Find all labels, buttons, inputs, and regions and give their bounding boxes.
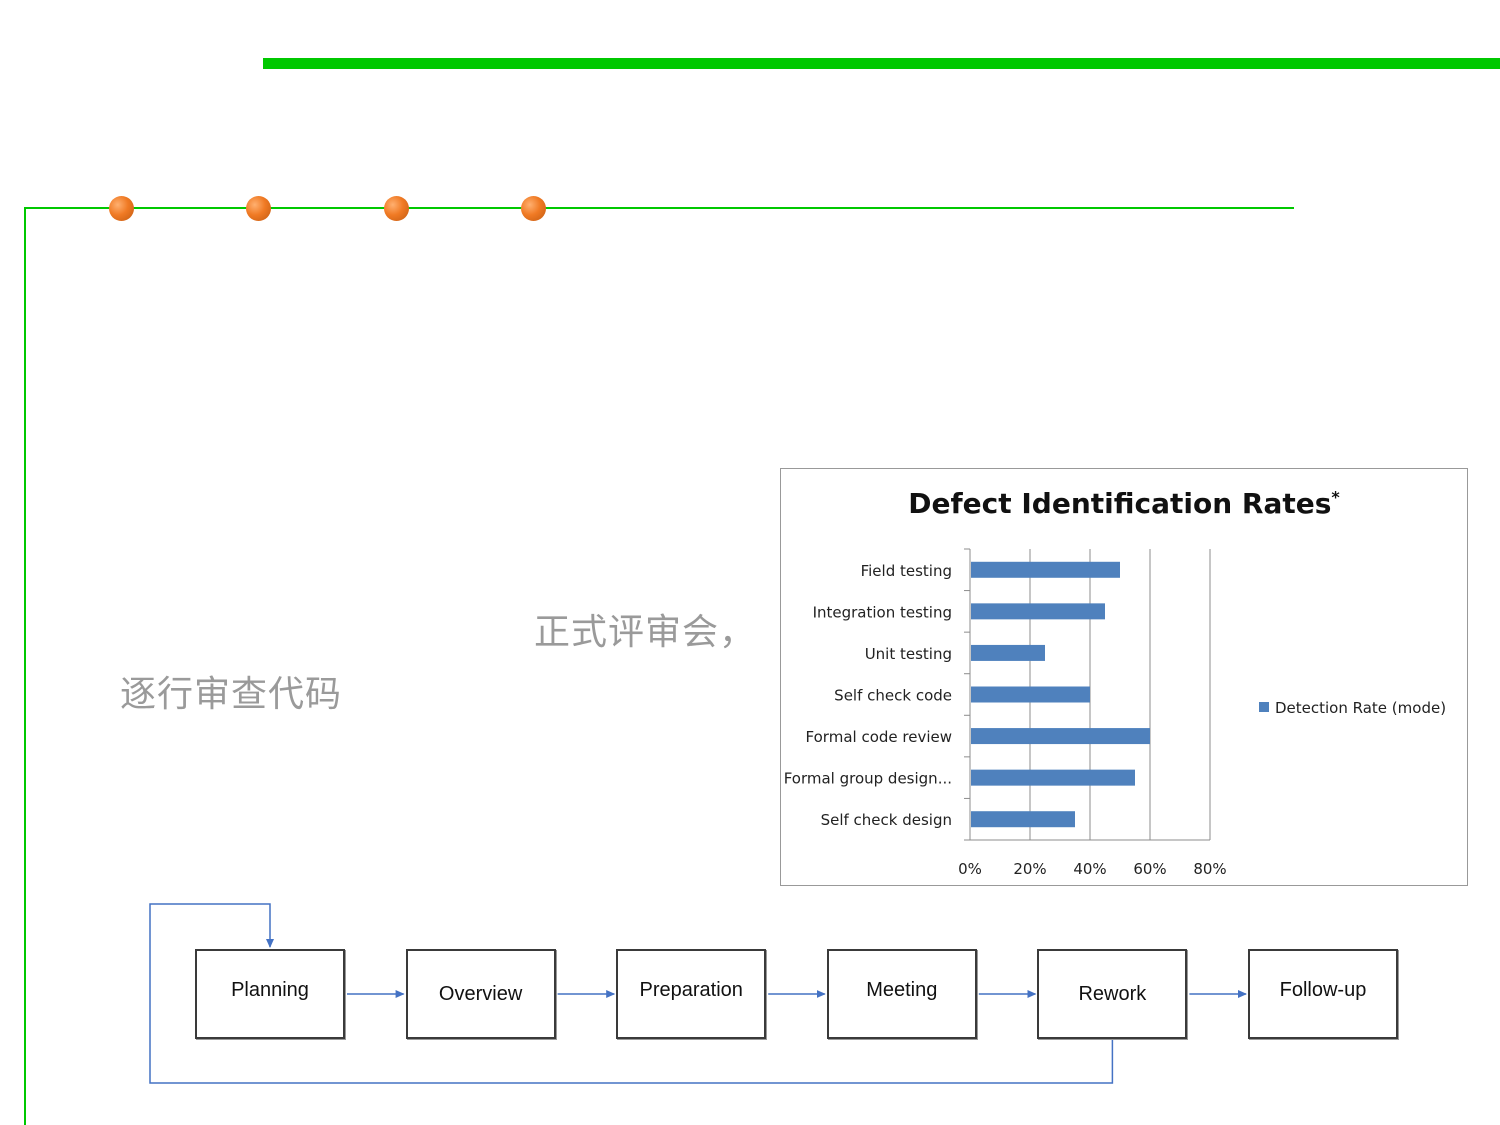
line-by-line-label: 逐行审查代码 <box>120 674 343 715</box>
vertical-rule <box>24 207 26 1125</box>
legend-swatch <box>1259 702 1269 712</box>
flow-step-follow-up: Follow-up <box>1248 949 1398 1039</box>
bullet-dot-4 <box>521 196 546 221</box>
category-label: Field testing <box>861 562 952 580</box>
flow-step-label: Planning <box>231 979 309 1001</box>
top-accent-bar <box>263 58 1500 69</box>
flow-step-label: Follow-up <box>1279 979 1367 1001</box>
category-label: Unit testing <box>865 645 952 663</box>
flow-step-label: Preparation <box>639 979 743 1001</box>
flow-step-label: Rework <box>1078 983 1147 1005</box>
bar <box>971 686 1090 703</box>
flow-step-label: Overview <box>438 983 523 1005</box>
chart-title-mark: * <box>1331 487 1340 507</box>
category-label: Formal group design... <box>784 770 952 788</box>
flow-step-label: Meeting <box>866 979 938 1001</box>
category-label: Integration testing <box>813 603 952 621</box>
defect-rate-chart: Defect Identification Rates* Field testi… <box>780 468 1468 886</box>
bar <box>971 561 1120 578</box>
formal-review-label: 正式评审会， <box>534 612 757 653</box>
bar <box>971 644 1045 661</box>
chart-title-text: Defect Identification Rates <box>908 487 1332 520</box>
flow-step-meeting: Meeting <box>826 949 977 1039</box>
category-label: Self check design <box>821 811 952 829</box>
bullet-dot-2 <box>246 196 271 221</box>
bar <box>971 769 1135 786</box>
flow-step-rework: Rework <box>1037 949 1188 1039</box>
x-tick-label: 20% <box>1013 860 1046 878</box>
x-tick-label: 40% <box>1073 860 1106 878</box>
x-tick-label: 80% <box>1193 860 1226 878</box>
bar <box>971 728 1150 745</box>
bar <box>971 811 1075 828</box>
flow-step-overview: Overview <box>405 949 556 1039</box>
category-label: Formal code review <box>806 728 952 746</box>
x-tick-label: 60% <box>1133 860 1166 878</box>
flow-step-planning: Planning <box>195 949 345 1039</box>
flow-step-preparation: Preparation <box>616 949 767 1039</box>
x-tick-label: 0% <box>958 860 982 878</box>
bullet-dot-1 <box>109 196 134 221</box>
horizontal-rule <box>24 207 1294 209</box>
bar <box>971 603 1105 620</box>
feedback-arrow <box>149 903 1114 1084</box>
bullet-dot-3 <box>384 196 409 221</box>
legend-label: Detection Rate (mode) <box>1275 699 1446 717</box>
category-label: Self check code <box>834 687 952 705</box>
chart-title: Defect Identification Rates* <box>781 487 1467 520</box>
